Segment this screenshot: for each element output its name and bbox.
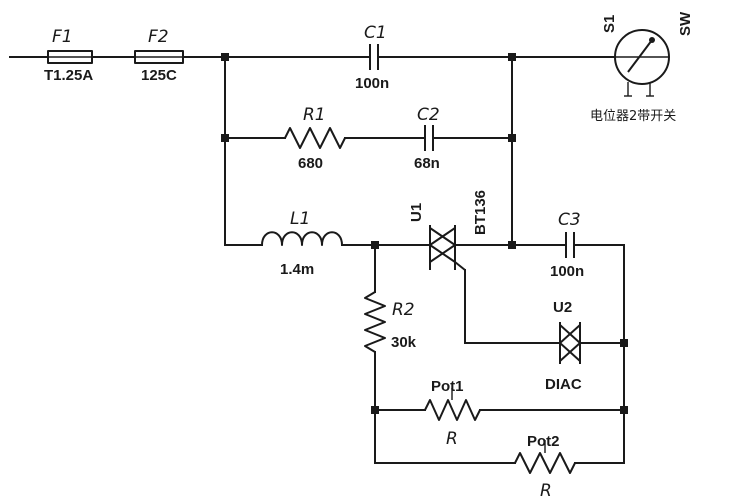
resistor-r2: R2 30k	[364, 291, 417, 353]
switch-s1: S1 SW 电位器2带开关	[590, 11, 694, 124]
r1-value: 680	[298, 155, 323, 172]
f1-ref: F1	[52, 27, 73, 47]
f2-ref: F2	[148, 27, 169, 47]
c3-value: 100n	[550, 263, 584, 280]
junction-dot	[221, 53, 229, 61]
junction-dots	[221, 53, 628, 414]
capacitor-c2: C2 68n	[414, 105, 440, 172]
l1-value: 1.4m	[280, 261, 314, 278]
u1-ref: U1	[408, 203, 425, 222]
capacitor-c3: C3 100n	[550, 210, 584, 280]
junction-dot	[620, 406, 628, 414]
pot1-value: R	[446, 429, 458, 449]
pot1-ref: Pot1	[431, 378, 464, 395]
pot2-value: R	[540, 481, 552, 501]
f1-value: T1.25A	[44, 67, 93, 84]
c1-value: 100n	[355, 75, 389, 92]
junction-dot	[508, 134, 516, 142]
fuse-f2: F2 125C	[134, 27, 184, 84]
u2-value: DIAC	[545, 376, 582, 393]
junction-dot	[371, 406, 379, 414]
junction-dot	[508, 53, 516, 61]
pot2-ref: Pot2	[527, 433, 560, 450]
r2-value: 30k	[391, 334, 417, 351]
r2-ref: R2	[392, 300, 415, 320]
capacitor-c1: C1 100n	[355, 23, 389, 92]
junction-dot	[371, 241, 379, 249]
fuse-f1: F1 T1.25A	[44, 27, 93, 84]
wires	[9, 56, 625, 464]
u2-ref: U2	[553, 299, 572, 316]
junction-dot	[620, 339, 628, 347]
c3-ref: C3	[558, 210, 581, 230]
c2-value: 68n	[414, 155, 440, 172]
s1-type: SW	[677, 11, 694, 36]
r1-ref: R1	[303, 105, 326, 125]
s1-ref: S1	[601, 15, 618, 33]
c1-ref: C1	[364, 23, 387, 43]
c2-ref: C2	[417, 105, 440, 125]
l1-ref: L1	[290, 209, 310, 229]
potentiometer-pot1: Pot1 R	[424, 378, 481, 449]
inductor-l1: L1 1.4m	[261, 209, 343, 278]
f2-value: 125C	[141, 67, 177, 84]
s1-note: 电位器2带开关	[590, 109, 676, 124]
potentiometer-pot2: Pot2 R	[514, 433, 576, 501]
triac-u1: U1 BT136	[408, 190, 489, 271]
resistor-r1: R1 680	[284, 105, 346, 172]
junction-dot	[508, 241, 516, 249]
u1-value: BT136	[472, 190, 489, 235]
diac-u2: U2 DIAC	[545, 299, 588, 393]
junction-dot	[221, 134, 229, 142]
